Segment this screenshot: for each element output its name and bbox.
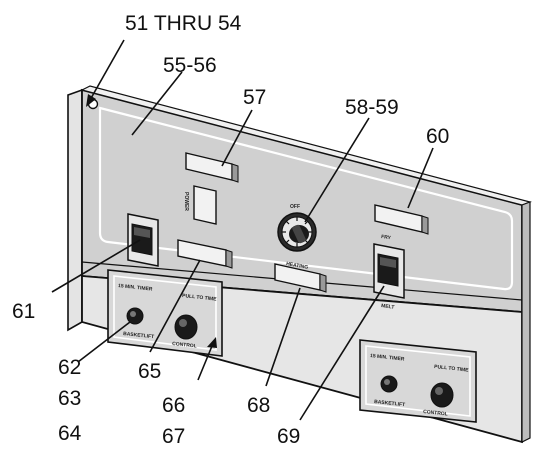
timer-plate-right-border xyxy=(365,345,471,417)
control-right-label: CONTROL xyxy=(423,409,448,418)
leader-51-54 xyxy=(89,39,125,101)
leader-51-54-arrow xyxy=(86,94,96,107)
lamp-57-side xyxy=(231,163,239,183)
callout-68: 68 xyxy=(247,394,270,417)
rocker-left-paddle-hi xyxy=(134,227,150,238)
timer-plate-left-border xyxy=(113,275,217,351)
callout-65: 65 xyxy=(138,360,161,383)
leader-66 xyxy=(197,345,213,381)
timer-plate-right: 15 MIN. TIMER PULL TO TIME BASKETLIFT CO… xyxy=(359,339,477,423)
control-knob-left[interactable] xyxy=(174,314,198,340)
control-knob-right-highlight xyxy=(435,387,443,395)
rocker-switch-right[interactable]: FRY MELT xyxy=(373,234,405,311)
basketlift-right-label: BASKETLIFT xyxy=(374,399,406,408)
leader-68 xyxy=(265,287,301,387)
callout-66: 66 xyxy=(162,394,185,417)
indicator-lamps: HEATING xyxy=(177,152,429,293)
callout-55-56: 55-56 xyxy=(163,54,217,77)
power-window: POWER xyxy=(183,185,217,225)
leader-62 xyxy=(77,321,131,363)
power-label: POWER xyxy=(183,192,189,211)
lamp-65-side xyxy=(225,249,233,269)
lamp-68-side xyxy=(319,273,327,293)
basketlift-knob-left-cap xyxy=(130,311,136,317)
callout-67: 67 xyxy=(162,425,185,448)
melt-label: MELT xyxy=(381,303,395,311)
leader-66-arrow xyxy=(207,337,217,348)
rocker-right-paddle-hi xyxy=(380,257,396,268)
rocker-switch-left[interactable] xyxy=(127,213,159,267)
callout-labels: 51 THRU 54 55-56 57 58-59 60 61 62 63 64… xyxy=(12,12,449,448)
timer-plate-left: 15 MIN. TIMER PULL TO TIME BASKETLIFT CO… xyxy=(107,269,223,357)
panel-right-end xyxy=(521,201,531,443)
pull-to-time-left-label: PULL TO TIME xyxy=(182,293,218,303)
callout-60: 60 xyxy=(426,125,449,148)
callout-58-59: 58-59 xyxy=(345,96,399,119)
timer-left-label: 15 MIN. TIMER xyxy=(118,283,153,293)
power-window-frame xyxy=(193,185,217,225)
basketlift-knob-right-cap xyxy=(384,379,390,385)
callout-62: 62 xyxy=(58,356,81,379)
leader-60 xyxy=(407,147,434,209)
leader-58-59 xyxy=(304,117,370,223)
timer-right-label: 15 MIN. TIMER xyxy=(370,353,405,363)
panel-left-edge xyxy=(67,88,83,332)
control-left-label: CONTROL xyxy=(172,341,197,350)
leader-69 xyxy=(299,285,385,421)
callout-61: 61 xyxy=(12,300,35,323)
leader-61 xyxy=(51,239,141,293)
leader-65 xyxy=(149,259,201,353)
thermostat-dial[interactable]: OFF xyxy=(277,204,317,252)
panel-decal-border xyxy=(98,106,514,291)
callout-64: 64 xyxy=(58,422,82,445)
control-knob-left-highlight xyxy=(179,319,187,327)
leader-lines xyxy=(51,39,434,421)
off-label: OFF xyxy=(290,204,300,210)
callout-69: 69 xyxy=(277,425,300,448)
callout-57: 57 xyxy=(243,86,266,109)
thermostat-knob-grip xyxy=(292,224,306,244)
callout-51-54: 51 THRU 54 xyxy=(125,12,242,35)
thermostat-dial-ticks xyxy=(282,217,312,247)
basketlift-left-label: BASKETLIFT xyxy=(123,331,155,340)
callout-63: 63 xyxy=(58,387,81,410)
heating-label: HEATING xyxy=(286,261,309,271)
leader-55-56 xyxy=(131,71,183,136)
lamp-60-side xyxy=(421,215,429,235)
fry-label: FRY xyxy=(381,234,392,241)
leader-57 xyxy=(221,109,253,167)
pull-to-time-right-label: PULL TO TIME xyxy=(434,364,470,374)
control-knob-right[interactable] xyxy=(430,382,454,408)
